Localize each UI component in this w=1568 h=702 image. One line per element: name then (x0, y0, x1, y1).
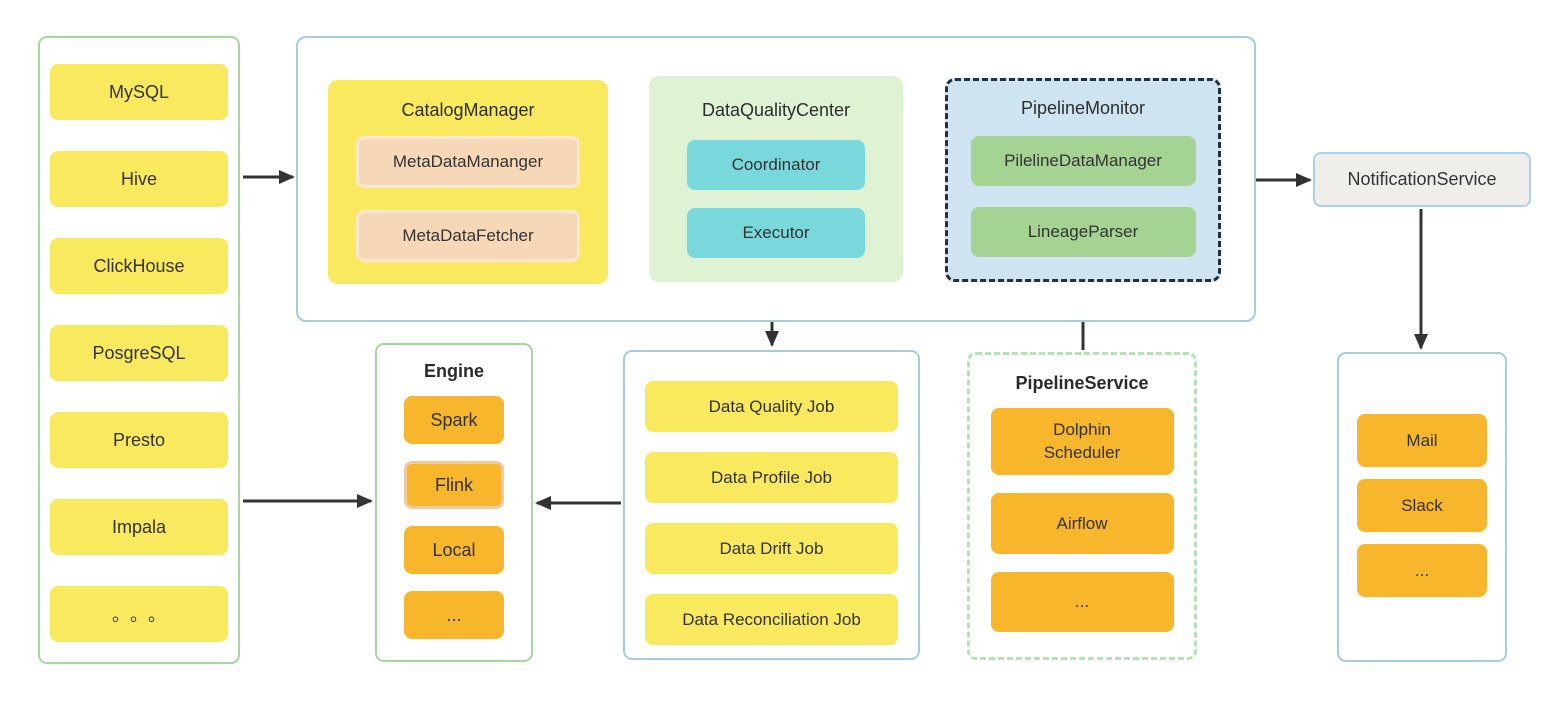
node-channels-more: ... (1357, 544, 1487, 597)
node-presto: Presto (50, 412, 228, 468)
node-pipeline-service-more: ... (990, 572, 1174, 632)
catalog-manager-title: CatalogManager (401, 100, 535, 120)
platform-panel: CatalogManager MetaDataMananger MetaData… (296, 36, 1256, 322)
node-data-profile-job: Data Profile Job (645, 452, 898, 503)
catalog-manager-group: CatalogManager MetaDataMananger MetaData… (328, 80, 608, 284)
node-coordinator: Coordinator (687, 140, 865, 190)
data-quality-center-title: DataQualityCenter (701, 100, 851, 120)
node-metadatafetcher: MetaDataFetcher (356, 210, 580, 262)
datasources-panel: MySQL Hive ClickHouse PosgreSQL Presto I… (38, 36, 240, 664)
node-data-reconciliation-job: Data Reconciliation Job (645, 594, 898, 645)
dolphin-scheduler-label: Dolphin Scheduler (1043, 420, 1121, 462)
data-quality-center-group: DataQualityCenter Coordinator Executor (649, 76, 903, 282)
node-mail: Mail (1357, 414, 1487, 467)
notification-channels-panel: Mail Slack ... (1337, 352, 1507, 662)
engine-panel: Engine Spark Flink Local ... (375, 343, 533, 662)
node-notificationservice: NotificationService (1313, 152, 1531, 207)
node-spark: Spark (404, 396, 504, 444)
node-airflow: Airflow (990, 493, 1174, 554)
node-dolphin-scheduler: Dolphin Scheduler (990, 408, 1174, 475)
node-flink: Flink (404, 461, 504, 509)
node-engine-more: ... (404, 591, 504, 639)
node-data-drift-job: Data Drift Job (645, 523, 898, 574)
pipeline-monitor-group: PipelineMonitor PilelineDataManager Line… (945, 78, 1221, 282)
node-metadatamananger: MetaDataMananger (356, 136, 580, 188)
node-impala: Impala (50, 499, 228, 555)
node-data-quality-job: Data Quality Job (645, 381, 898, 432)
node-posgresql: PosgreSQL (50, 325, 228, 381)
node-slack: Slack (1357, 479, 1487, 532)
node-local: Local (404, 526, 504, 574)
engine-title: Engine (423, 361, 484, 381)
jobs-panel: Data Quality Job Data Profile Job Data D… (623, 350, 920, 660)
node-lineageparser: LineageParser (970, 207, 1196, 257)
pipeline-service-title: PipelineService (1015, 373, 1149, 393)
node-sources-more: 。。。 (50, 586, 228, 642)
node-executor: Executor (687, 208, 865, 258)
node-clickhouse: ClickHouse (50, 238, 228, 294)
pipeline-service-panel: PipelineService Dolphin Scheduler Airflo… (967, 352, 1197, 660)
node-mysql: MySQL (50, 64, 228, 120)
node-pilelinedatamanager: PilelineDataManager (970, 136, 1196, 186)
pipeline-monitor-title: PipelineMonitor (1020, 98, 1146, 118)
node-hive: Hive (50, 151, 228, 207)
